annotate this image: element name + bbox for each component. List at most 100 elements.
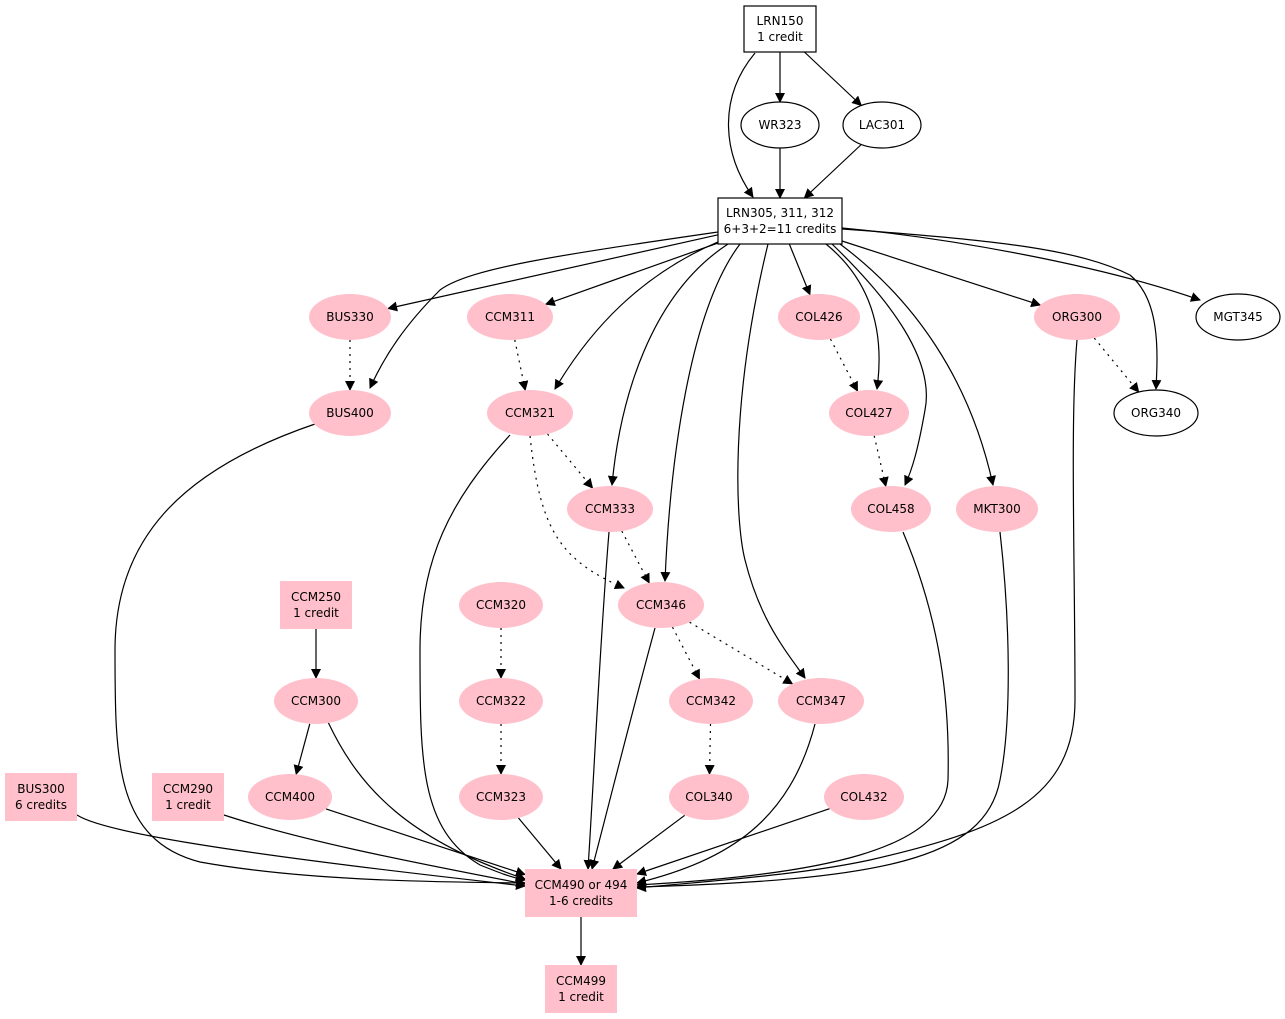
node-sublabel: 6 credits — [15, 798, 67, 812]
node-shape — [778, 678, 864, 724]
node-ccm322[interactable]: CCM322 — [459, 678, 543, 724]
node-col432[interactable]: COL432 — [824, 774, 904, 820]
node-org300[interactable]: ORG300 — [1034, 294, 1120, 340]
node-shape — [567, 486, 653, 532]
edge-org300-to-org340 — [1093, 337, 1140, 393]
node-sublabel: 1 credit — [165, 798, 211, 812]
node-shape — [1195, 293, 1281, 341]
node-shape — [1113, 389, 1199, 437]
node-col427[interactable]: COL427 — [829, 390, 909, 436]
edge-col458-to-ccm490 — [636, 531, 949, 890]
node-label: COL340 — [685, 790, 732, 804]
edge-mkt300-to-ccm490 — [636, 531, 1009, 892]
node-col426[interactable]: COL426 — [778, 294, 860, 340]
edge-ccm321-to-ccm333 — [547, 433, 594, 489]
edge-ccm400-to-ccm490 — [325, 808, 526, 877]
node-col458[interactable]: COL458 — [851, 486, 931, 532]
node-label: CCM400 — [265, 790, 315, 804]
node-shape — [309, 294, 391, 340]
node-label: CCM347 — [796, 694, 846, 708]
edge-bus300-to-ccm490 — [76, 814, 526, 890]
node-bus400[interactable]: BUS400 — [309, 390, 391, 436]
node-shape — [274, 678, 358, 724]
node-label: COL427 — [845, 406, 892, 420]
node-shape — [1034, 294, 1120, 340]
edge-org300-to-ccm490 — [636, 339, 1078, 893]
node-ccm346[interactable]: CCM346 — [618, 582, 704, 628]
node-shape — [280, 581, 352, 629]
edge-bus400-to-ccm490 — [114, 423, 526, 888]
node-shape — [248, 774, 332, 820]
node-sublabel: 6+3+2=11 credits — [724, 222, 837, 236]
edge-lrn305-to-col458 — [831, 243, 927, 486]
edge-lrn305-to-org300 — [841, 240, 1042, 308]
node-label: ORG300 — [1052, 310, 1102, 324]
node-ccm400[interactable]: CCM400 — [248, 774, 332, 820]
node-shape — [743, 5, 817, 53]
node-shape — [459, 582, 543, 628]
node-mgt345[interactable]: MGT345 — [1195, 293, 1281, 341]
node-lac301[interactable]: LAC301 — [842, 101, 922, 149]
edges-layer — [76, 51, 1201, 966]
node-label: BUS330 — [326, 310, 374, 324]
node-ccm342[interactable]: CCM342 — [669, 678, 753, 724]
edge-lrn305-to-ccm311 — [544, 242, 719, 306]
edge-lrn305-to-mkt300 — [839, 243, 996, 486]
node-wr323[interactable]: WR323 — [740, 101, 820, 149]
edge-ccm311-to-ccm321 — [514, 339, 529, 392]
node-ccm333[interactable]: CCM333 — [567, 486, 653, 532]
edge-lrn150-to-lrn305 — [727, 52, 756, 198]
node-ccm323[interactable]: CCM323 — [459, 774, 543, 820]
edge-lrn305-to-ccm333 — [607, 243, 729, 486]
node-ccm300[interactable]: CCM300 — [274, 678, 358, 724]
node-label: LRN150 — [757, 14, 804, 28]
edge-ccm321-to-ccm346 — [529, 435, 625, 589]
edge-lrn150-to-lac301 — [803, 51, 863, 107]
node-label: CCM322 — [476, 694, 526, 708]
node-sublabel: 1 credit — [293, 606, 339, 620]
node-label: COL432 — [840, 790, 887, 804]
edge-ccm346-to-ccm347 — [689, 621, 794, 685]
edge-col340-to-ccm490 — [612, 814, 686, 870]
edge-lrn305-to-ccm347 — [737, 243, 806, 679]
edge-ccm333-to-ccm490 — [583, 531, 610, 870]
node-shape — [778, 294, 860, 340]
node-shape — [842, 101, 922, 149]
node-label: MGT345 — [1213, 310, 1262, 324]
edge-lrn305-to-bus330 — [387, 234, 719, 312]
node-label: LRN305, 311, 312 — [726, 206, 834, 220]
edge-ccm346-to-ccm490 — [589, 627, 656, 870]
edge-lac301-to-lrn305 — [803, 144, 862, 199]
node-col340[interactable]: COL340 — [669, 774, 749, 820]
node-label: CCM499 — [556, 974, 606, 988]
node-org340[interactable]: ORG340 — [1113, 389, 1199, 437]
node-label: CCM290 — [163, 782, 213, 796]
node-label: CCM333 — [585, 502, 635, 516]
edge-ccm300-to-ccm490 — [327, 721, 526, 881]
node-label: MKT300 — [973, 502, 1021, 516]
node-ccm347[interactable]: CCM347 — [778, 678, 864, 724]
node-ccm311[interactable]: CCM311 — [467, 294, 553, 340]
edge-ccm323-to-ccm490 — [517, 817, 562, 870]
node-label: CCM342 — [686, 694, 736, 708]
node-shape — [5, 773, 77, 821]
node-ccm320[interactable]: CCM320 — [459, 582, 543, 628]
edge-lrn305-to-ccm346 — [660, 243, 741, 582]
node-label: COL458 — [867, 502, 914, 516]
edge-ccm300-to-ccm400 — [293, 723, 311, 776]
node-shape — [717, 197, 843, 245]
node-label: ORG340 — [1131, 406, 1181, 420]
node-ccm290[interactable]: CCM290 1 credit — [152, 773, 224, 821]
node-mkt300[interactable]: MKT300 — [956, 486, 1038, 532]
node-bus330[interactable]: BUS330 — [309, 294, 391, 340]
node-label: CCM300 — [291, 694, 341, 708]
node-ccm321[interactable]: CCM321 — [487, 390, 573, 436]
node-shape — [487, 390, 573, 436]
node-lrn305[interactable]: LRN305, 311, 312 6+3+2=11 credits — [717, 197, 843, 245]
